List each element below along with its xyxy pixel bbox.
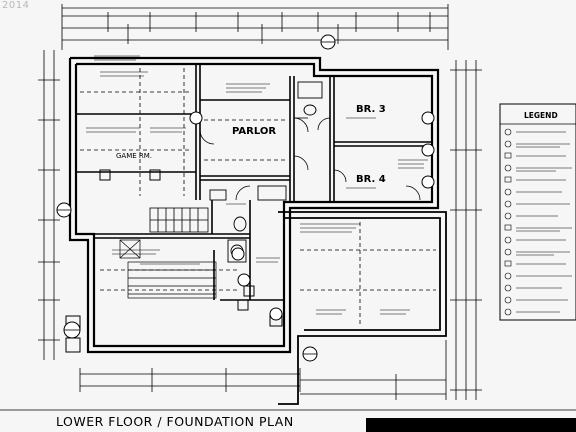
annotation-notes bbox=[86, 55, 428, 315]
interior-walls bbox=[76, 64, 432, 301]
garage-foundation bbox=[278, 211, 447, 405]
legend-panel bbox=[499, 103, 576, 321]
room-label-game: GAME RM. bbox=[116, 152, 152, 160]
door-swings bbox=[199, 117, 421, 201]
top-dimension-lines bbox=[61, 4, 449, 50]
year-watermark: 2014 bbox=[2, 0, 30, 11]
exterior-walls bbox=[68, 56, 440, 354]
drawing-title: LOWER FLOOR / FOUNDATION PLAN bbox=[56, 414, 294, 429]
legend-symbols bbox=[504, 128, 512, 316]
stairs bbox=[149, 207, 209, 233]
left-dimension-lines bbox=[38, 50, 60, 360]
bottom-dimension-lines bbox=[79, 340, 447, 400]
right-dimension-lines bbox=[450, 60, 482, 400]
crawlspace-hatch bbox=[119, 239, 217, 299]
room-label-parlor: PARLOR bbox=[232, 126, 276, 137]
legend-entries bbox=[516, 131, 572, 313]
legend-heading: LEGEND bbox=[524, 111, 558, 120]
room-label-br3: BR. 3 bbox=[356, 104, 386, 115]
fixtures bbox=[209, 81, 323, 263]
title-black-bar bbox=[366, 418, 576, 432]
room-label-br4: BR. 4 bbox=[356, 174, 386, 185]
callout-dividers bbox=[57, 41, 335, 355]
